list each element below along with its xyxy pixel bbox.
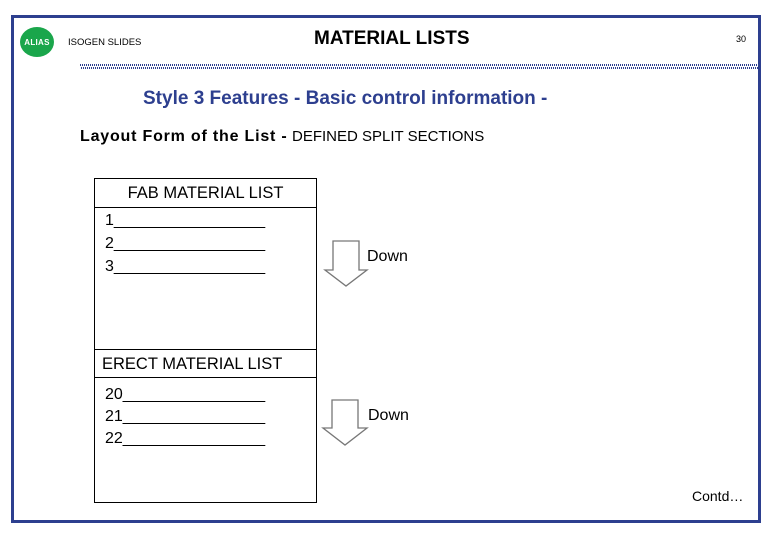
layout-form-line: Layout Form of the List - DEFINED SPLIT … (80, 128, 484, 146)
layout-form-value: DEFINED SPLIT SECTIONS (292, 128, 485, 145)
erect-row-2: 21________________ (105, 408, 266, 425)
fab-row-2: 2_________________ (105, 235, 266, 252)
logo-text: ALIAS (24, 37, 50, 47)
header-left-label: ISOGEN SLIDES (68, 37, 142, 48)
slide-heading: Style 3 Features - Basic control informa… (143, 88, 548, 109)
page-number: 30 (736, 34, 747, 44)
fab-direction-label: Down (367, 248, 408, 265)
fab-row-3: 3_________________ (105, 258, 266, 275)
slide-frame (11, 15, 761, 523)
continued-label: Contd… (692, 488, 744, 504)
erect-row-1: 20________________ (105, 386, 266, 403)
erect-direction-label: Down (368, 407, 409, 424)
down-arrow-icon (321, 399, 369, 446)
layout-form-label: Layout Form of the List - (80, 128, 288, 145)
header-divider (80, 64, 758, 70)
erect-list-header: ERECT MATERIAL LIST (94, 349, 317, 378)
page-title: MATERIAL LISTS (314, 28, 470, 49)
fab-list-header: FAB MATERIAL LIST (94, 178, 317, 208)
erect-row-3: 22________________ (105, 430, 266, 447)
down-arrow-icon (323, 240, 369, 287)
material-list-box (94, 178, 317, 503)
alias-logo: ALIAS (20, 27, 54, 57)
fab-row-1: 1_________________ (105, 212, 266, 229)
